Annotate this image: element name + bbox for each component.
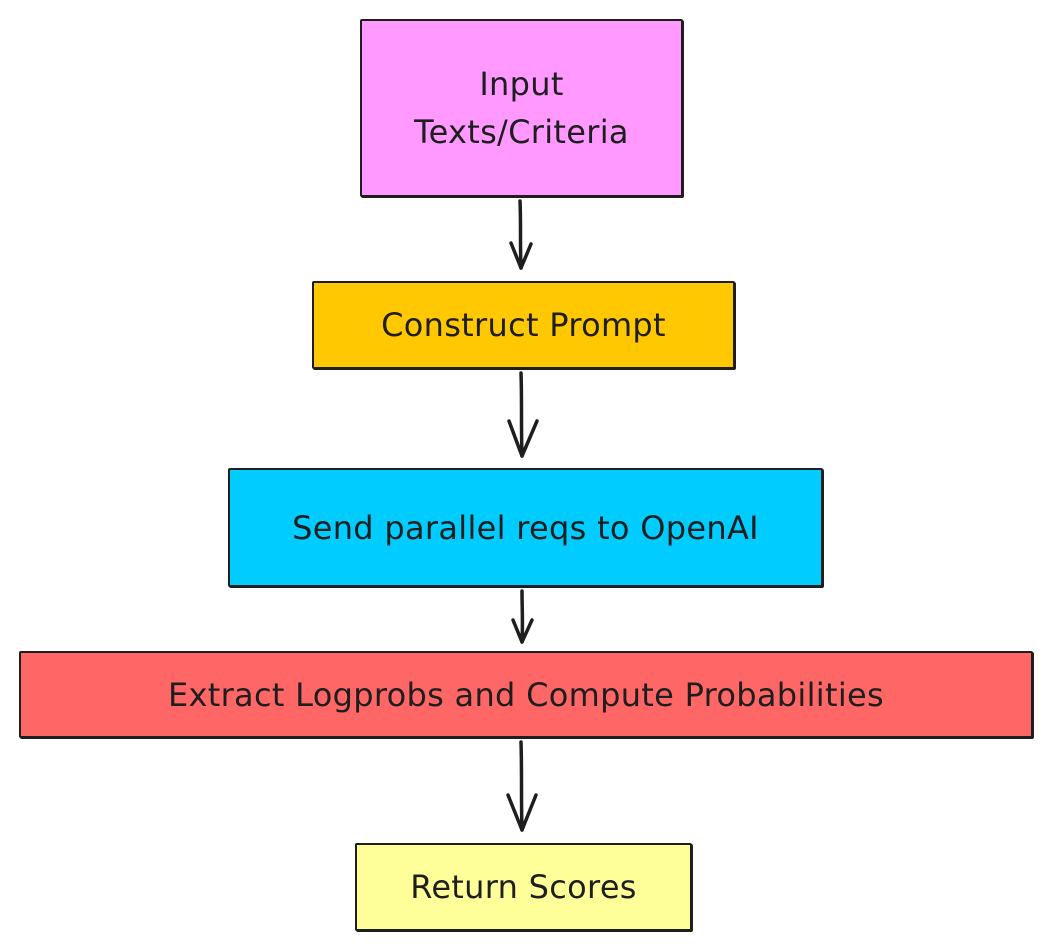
node-send-label: Send parallel reqs to OpenAI — [292, 508, 759, 547]
node-extract-logprobs: Extract Logprobs and Compute Probabiliti… — [19, 651, 1033, 738]
arrow-extract-to-return — [506, 740, 538, 832]
node-return-label: Return Scores — [410, 868, 637, 906]
arrow-send-to-extract — [511, 589, 534, 644]
node-send-parallel-reqs: Send parallel reqs to OpenAI — [228, 468, 823, 587]
arrow-input-to-construct — [509, 199, 533, 270]
node-input-label: Input Texts/Criteria — [414, 65, 629, 151]
arrow-construct-to-send — [507, 371, 539, 458]
node-input-texts-criteria: Input Texts/Criteria — [360, 19, 683, 197]
node-extract-label: Extract Logprobs and Compute Probabiliti… — [168, 675, 884, 714]
node-return-scores: Return Scores — [355, 843, 692, 931]
node-construct-prompt: Construct Prompt — [312, 281, 735, 369]
node-construct-label: Construct Prompt — [381, 306, 666, 344]
